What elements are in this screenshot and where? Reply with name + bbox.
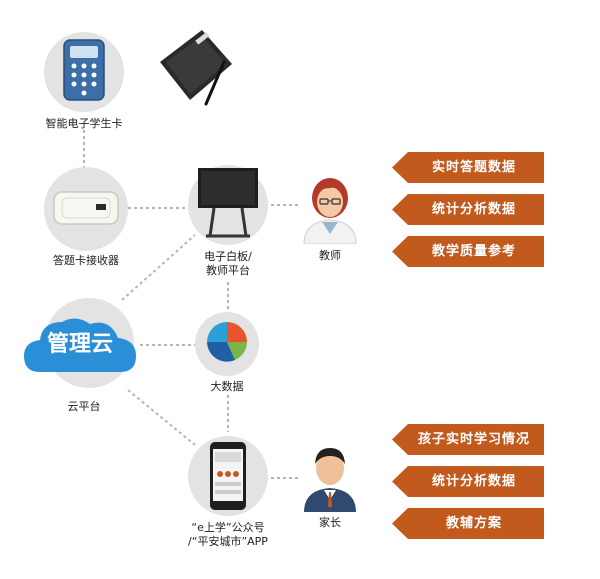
app-label-line1: “e上学”公众号: [191, 521, 265, 534]
cloud-platform-label: 云平台: [67, 400, 101, 413]
pie-chart-icon: [207, 322, 247, 362]
teacher-tag-2: 教学质量参考: [392, 236, 544, 267]
parent-tag-2: 教辅方案: [392, 508, 544, 539]
receiver-device-icon: [53, 191, 119, 225]
teacher-tag-2-text: 教学质量参考: [431, 244, 516, 259]
parent-tag-0-text: 孩子实时学习情况: [417, 432, 530, 447]
cloud-text: 管理云: [46, 332, 113, 357]
teacher-avatar-icon: [303, 178, 357, 244]
teacher-tag-0-text: 实时答题数据: [431, 160, 516, 175]
parent-tag-1: 统计分析数据: [392, 466, 544, 497]
parent-tag-2-text: 教辅方案: [445, 516, 502, 531]
line-cloud-app: [127, 389, 196, 446]
parent-label: 家长: [319, 516, 341, 529]
parent-avatar-icon: [304, 448, 356, 512]
big-data-label: 大数据: [210, 380, 244, 393]
parent-tag-0: 孩子实时学习情况: [392, 424, 544, 455]
teacher-tag-1: 统计分析数据: [392, 194, 544, 225]
app-label-line2: /“平安城市”APP: [188, 535, 268, 548]
tablet-pen-icon: [160, 30, 232, 106]
line-cloud-whiteboard: [121, 234, 196, 301]
teacher-tag-0: 实时答题数据: [392, 152, 544, 183]
whiteboard-label-line2: 教师平台: [206, 264, 250, 277]
student-card-label: 智能电子学生卡: [45, 117, 123, 130]
receiver-label: 答题卡接收器: [53, 254, 119, 267]
student-card-icon: [63, 39, 105, 101]
smartphone-icon: [210, 442, 246, 510]
whiteboard-label-line1: 电子白板/: [204, 250, 252, 263]
cloud-icon: [24, 318, 136, 372]
whiteboard-icon: [198, 168, 258, 238]
teacher-label: 教师: [319, 249, 341, 262]
parent-tag-1-text: 统计分析数据: [431, 474, 516, 489]
teacher-tag-1-text: 统计分析数据: [431, 202, 516, 217]
